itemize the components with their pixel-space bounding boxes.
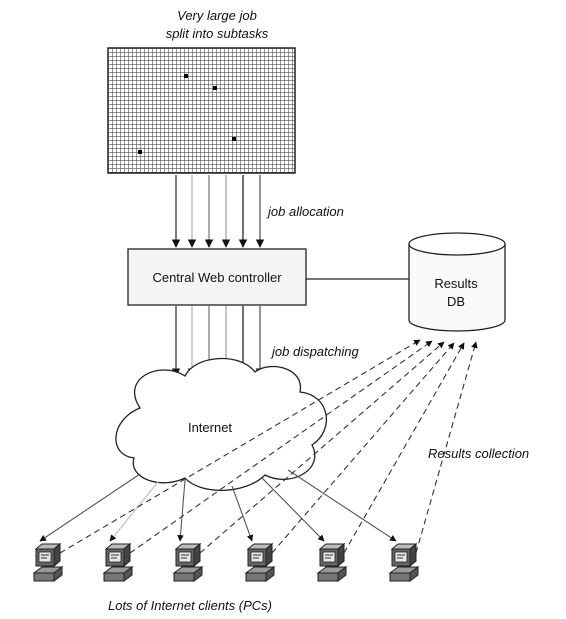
controller-label: Central Web controller	[152, 270, 282, 285]
result-arrow	[199, 341, 445, 554]
results-collection-label: Results collection	[428, 446, 529, 461]
internet-cloud: Internet	[115, 357, 328, 492]
result-arrow	[271, 342, 455, 554]
grid-cell-marker	[213, 86, 217, 90]
cloud-client-link	[177, 479, 186, 542]
grid-cell-marker	[184, 74, 188, 78]
job-allocation-label: job allocation	[266, 204, 344, 219]
cloud-client-link	[109, 481, 159, 542]
db-label-line1: Results	[434, 276, 478, 291]
pc-icon	[244, 542, 276, 582]
result-arrow	[343, 342, 465, 554]
cloud-client-link	[261, 477, 325, 542]
pc-icon	[32, 542, 64, 582]
pc-icon	[102, 542, 134, 582]
grid-cell-marker	[138, 150, 142, 154]
grid-cell-marker	[232, 137, 236, 141]
job-title-line1: Very large job	[177, 8, 257, 23]
pc-icon	[172, 542, 204, 582]
cloud-client-links	[39, 469, 397, 542]
central-web-controller: Central Web controller	[127, 248, 307, 306]
allocation-arrows	[171, 175, 265, 248]
results-db: Results DB	[408, 232, 506, 332]
cloud-client-link	[287, 469, 397, 542]
db-label-line2: DB	[447, 294, 465, 309]
result-arrow	[129, 340, 433, 554]
job-title-line2: split into subtasks	[166, 26, 269, 41]
cloud-client-link	[39, 473, 141, 542]
cloud-client-link	[231, 485, 254, 542]
job-grid	[107, 47, 296, 174]
internet-label: Internet	[188, 420, 232, 435]
pc-icon	[316, 542, 348, 582]
pc-icon	[388, 542, 420, 582]
result-arrow	[415, 341, 478, 554]
clients	[32, 542, 420, 582]
result-arrows	[59, 339, 478, 554]
job-dispatching-label: job dispatching	[270, 344, 359, 359]
clients-caption: Lots of Internet clients (PCs)	[108, 598, 272, 613]
